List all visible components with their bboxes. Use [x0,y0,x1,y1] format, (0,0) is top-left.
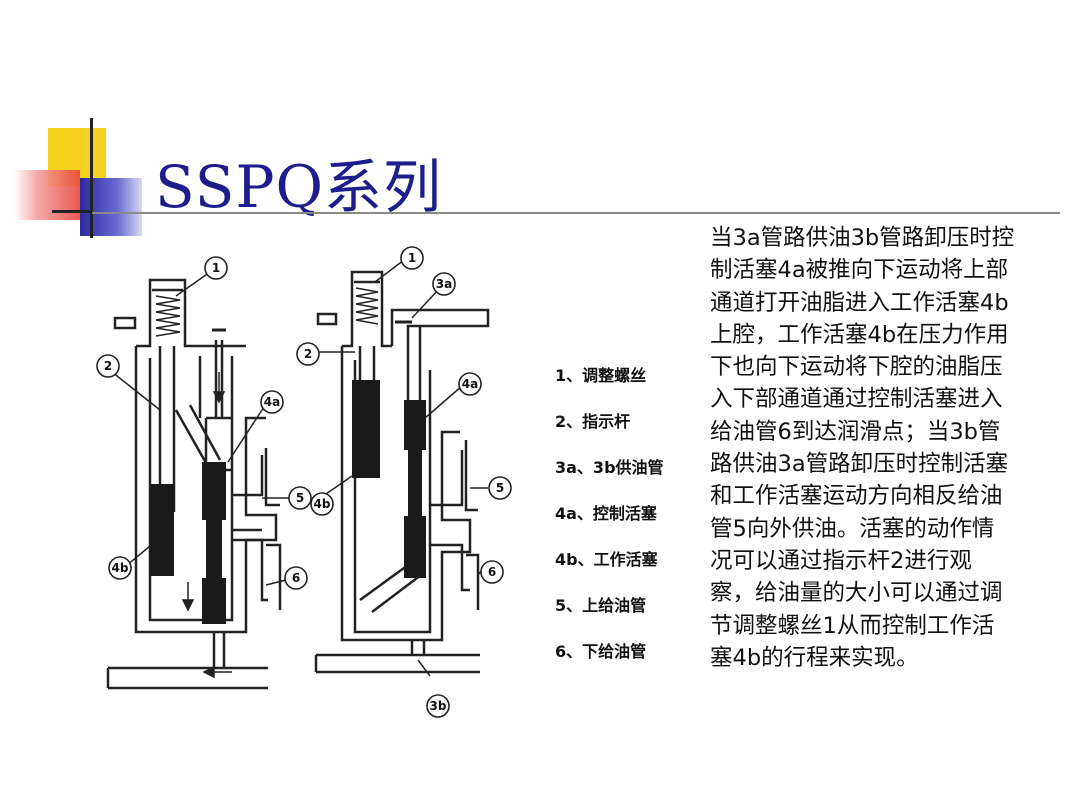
description-text: 当3a管路供油3b管路卸压时控制活塞4a被推向下运动将上部通道打开油脂进入工作活… [710,225,1015,671]
legend-item-supply-pipe: 3a、3b供油管 [555,458,664,477]
callout-right-2: 2 [304,347,312,361]
legend-item-working-piston: 4b、工作活塞 [555,550,658,569]
callout-right-1: 1 [408,251,416,265]
callout-left-6: 6 [292,571,300,585]
legend-item-indicator-rod: 2、指示杆 [555,412,631,431]
callout-right-5: 5 [496,481,504,495]
deco-vertical-line [90,118,93,238]
callout-right-3a: 3a [436,277,452,291]
callout-right-4a: 4a [462,377,478,391]
callout-right-3b: 3b [430,699,447,713]
legend-item-upper-outlet: 5、上给油管 [555,596,647,615]
callout-right-4b: 4b [314,497,331,511]
control-piston-right-lower [404,516,426,578]
legend-item-lower-outlet: 6、下给油管 [555,642,647,661]
deco-horizontal-line [52,210,92,213]
working-piston-right [352,380,380,478]
callout-left-4b: 4b [112,561,129,575]
callout-left-4a: 4a [264,395,280,409]
callout-left-2: 2 [104,359,112,373]
control-piston-right-upper [404,400,426,450]
callout-left-1: 1 [212,261,220,275]
title-divider [92,212,1060,214]
callout-right-6: 6 [488,565,496,579]
callout-left-5: 5 [296,491,304,505]
legend-item-control-piston: 4a、控制活塞 [555,504,657,523]
working-piston-left [150,484,174,576]
legend-item-adjust-screw: 1、调整螺丝 [555,366,647,385]
slide-title: SSPQ系列 [155,153,443,221]
